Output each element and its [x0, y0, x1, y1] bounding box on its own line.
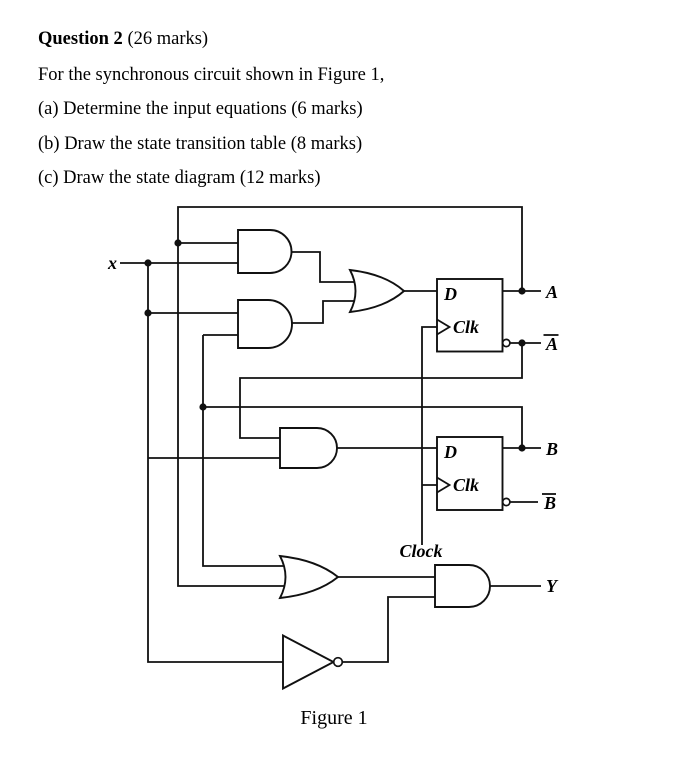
junction-dot — [144, 309, 152, 317]
output-b-label: B — [545, 439, 558, 459]
junction-dot — [199, 403, 207, 411]
wire-net-x — [120, 262, 283, 663]
or-gate-1 — [348, 268, 406, 314]
qnot-bubble-b — [501, 497, 511, 507]
d-flipflop-a: D Clk — [436, 278, 511, 353]
junction-dot — [518, 339, 526, 347]
ffb-clk-label: Clk — [453, 475, 479, 495]
question-title: Question 2 (26 marks) — [38, 29, 208, 50]
question-part-b: (b) Draw the state transition table (8 m… — [38, 134, 363, 154]
question-part-a: (a) Determine the input equations (6 mar… — [38, 99, 363, 119]
clock-label: Clock — [400, 541, 443, 561]
and-gate-2 — [237, 299, 293, 349]
d-flipflop-b-box — [436, 436, 504, 511]
junction-dot — [144, 259, 152, 267]
ffb-d-label: D — [443, 442, 457, 462]
signal-labels: x A A B B Clock Y — [107, 253, 559, 596]
question-part-c: (c) Draw the state diagram (12 marks) — [38, 168, 321, 188]
input-x-label: x — [107, 253, 117, 273]
junction-dots — [144, 239, 526, 452]
d-flipflop-a-box — [436, 278, 504, 353]
question-intro: For the synchronous circuit shown in Fig… — [38, 65, 385, 85]
wire-clock — [421, 326, 437, 545]
d-flipflop-b: D Clk — [436, 436, 511, 511]
wire-not-to-and3 — [342, 596, 435, 663]
or-gate-2 — [278, 554, 340, 600]
ffa-d-label: D — [443, 284, 457, 304]
ffa-clk-label: Clk — [453, 317, 479, 337]
not-gate-bubble — [332, 656, 344, 668]
output-y-label: Y — [546, 576, 559, 596]
junction-dot — [174, 239, 182, 247]
and-gate-1 — [237, 229, 293, 274]
junction-dot — [518, 444, 526, 452]
figure-caption: Figure 1 — [300, 707, 367, 729]
and-gate-b — [279, 427, 338, 469]
output-a-label: A — [545, 282, 558, 302]
clk-triangle-a-icon — [436, 318, 452, 336]
question-number: Question 2 — [38, 29, 123, 49]
not-gate — [282, 633, 336, 691]
wire-and1-to-or1 — [292, 251, 358, 283]
question-marks: (26 marks) — [122, 29, 209, 49]
output-a-bar-label: A — [545, 334, 558, 354]
junction-dot — [518, 287, 526, 295]
clk-triangle-b-icon — [436, 476, 452, 494]
qnot-bubble-a — [501, 338, 511, 348]
gates — [237, 229, 491, 691]
wire-and2-to-or1 — [292, 300, 358, 324]
wire-net-a-bar — [239, 342, 541, 439]
and-gate-3 — [434, 564, 491, 608]
output-b-bar-label: B — [543, 493, 556, 513]
